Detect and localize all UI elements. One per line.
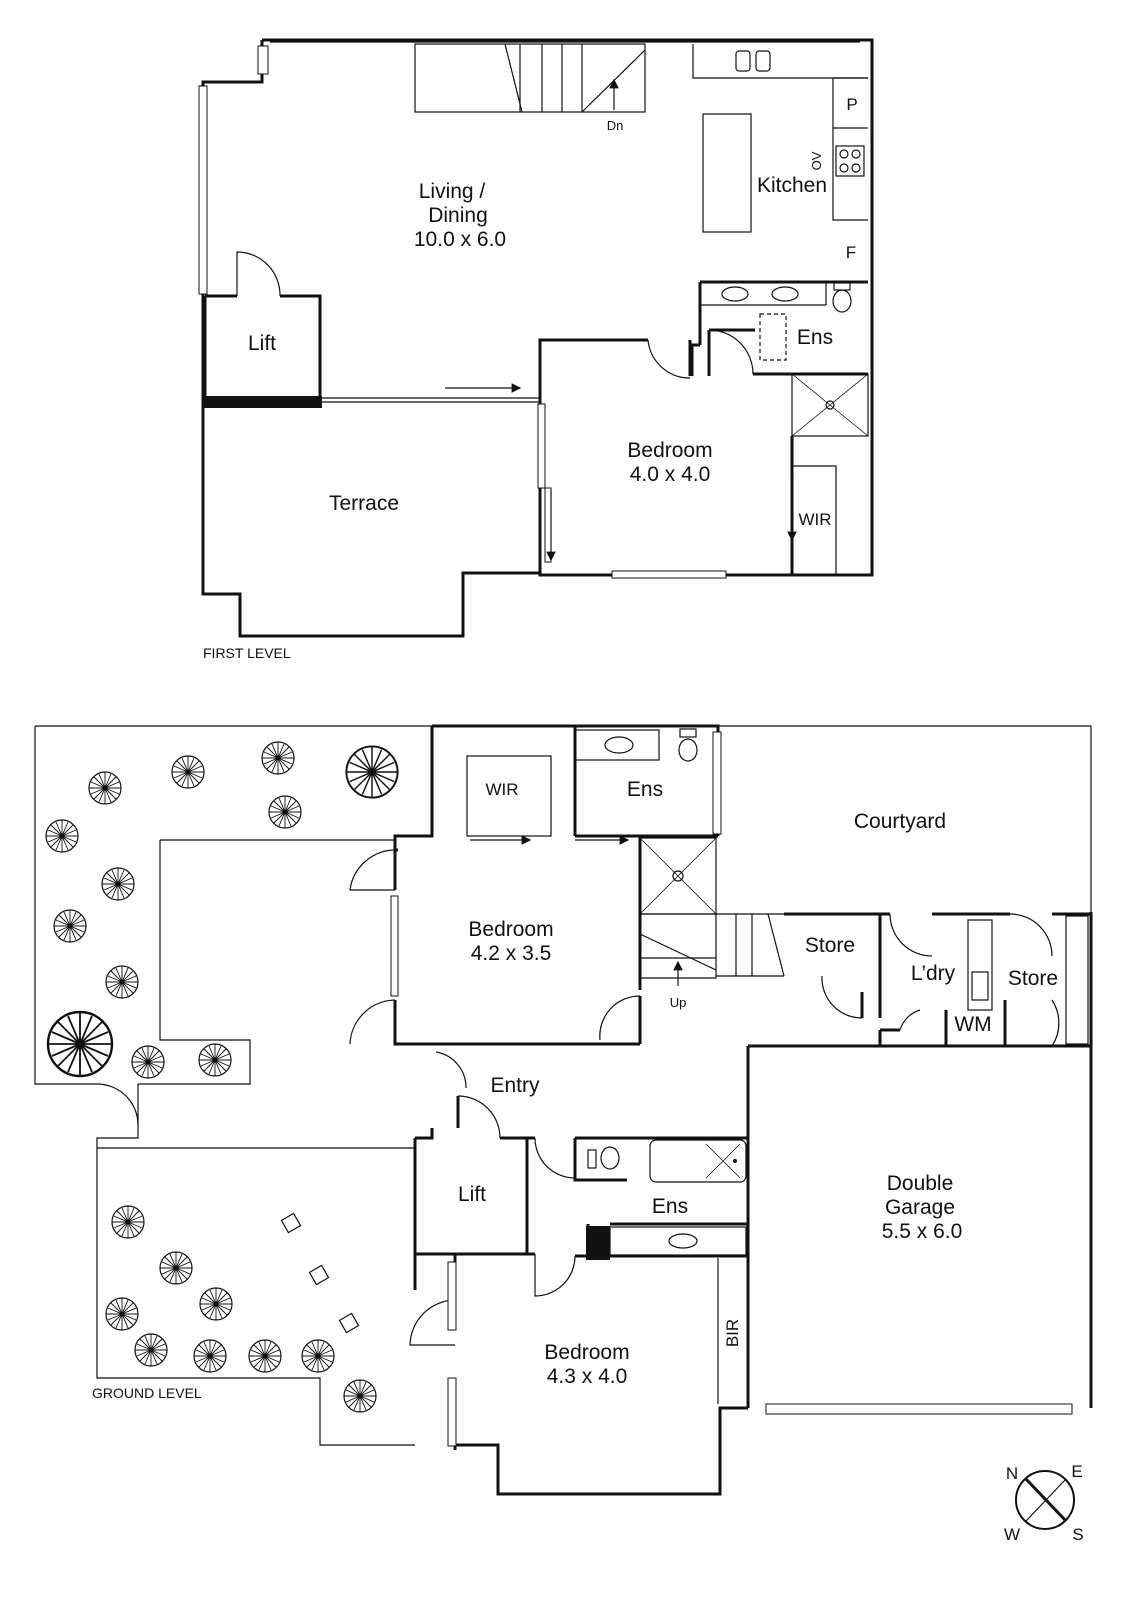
lift-ground-label: Lift	[458, 1183, 486, 1206]
stairs-up-label: Up	[670, 995, 687, 1010]
laundry-label: L’dry	[911, 962, 956, 985]
compass-south: S	[1072, 1525, 1083, 1544]
fridge-label: F	[846, 243, 856, 262]
bedroom-ground-2: BIR Bedroom 4.3 x 4.0	[409, 1252, 748, 1496]
store1-label: Store	[805, 934, 855, 957]
site-boundary	[34, 725, 1092, 1446]
pantry-label: P	[846, 95, 857, 114]
bir-label: BIR	[723, 1319, 742, 1347]
garage-label-line1: Double	[887, 1172, 954, 1195]
compass-east: E	[1071, 1462, 1082, 1481]
living-size: 10.0 x 6.0	[414, 228, 506, 251]
stairs-down-label: Dn	[607, 118, 624, 133]
first-level-title: FIRST LEVEL	[203, 645, 291, 661]
bedroom-ground-1: Bedroom 4.2 x 3.5	[349, 836, 642, 1046]
ensuite-ground-bottom: Ens	[527, 1136, 748, 1297]
store2-label: Store	[1008, 967, 1058, 990]
compass-west: W	[1004, 1525, 1020, 1544]
first-level-plan: Dn P OV Kitchen F Living / Dining 10.0 x…	[198, 38, 874, 661]
ground-level-plan: WIR Ens Courtyard Bedroom 4.2 x 3.5	[34, 724, 1093, 1496]
lift-ground-level: Lift	[413, 1095, 529, 1256]
window	[198, 85, 208, 295]
kitchen-label: Kitchen	[757, 174, 827, 197]
living-label-line1: Living /	[419, 180, 486, 203]
bedroom-first-level: Bedroom 4.0 x 4.0 WIR	[537, 338, 837, 579]
ground-level-walls	[393, 724, 720, 850]
bedroom1-label: Bedroom	[468, 918, 553, 941]
terrace-label: Terrace	[329, 492, 399, 515]
staircase-up: Up	[639, 913, 880, 1010]
entry-label: Entry	[490, 1074, 540, 1097]
bedroom2-size: 4.3 x 4.0	[547, 1365, 628, 1388]
compass-north: N	[1006, 1464, 1018, 1483]
kitchen: P OV Kitchen F	[692, 44, 868, 262]
courtyard-label: Courtyard	[854, 810, 946, 833]
compass: N E W S	[1004, 1462, 1084, 1544]
bedroom2-label: Bedroom	[544, 1341, 629, 1364]
bedroom1-size: 4.2 x 3.5	[471, 942, 552, 965]
first-level-outer-wall	[201, 38, 874, 638]
living-label-line2: Dining	[428, 204, 488, 227]
ensuite-label: Ens	[797, 326, 833, 349]
kitchen-island	[702, 113, 752, 233]
ensuite-bottom-label: Ens	[652, 1195, 688, 1218]
staircase-down: Dn	[414, 43, 646, 133]
ensuite-first-level: Ens	[690, 280, 869, 437]
wir-ground-label: WIR	[485, 780, 518, 799]
ensuite-top-label: Ens	[627, 778, 663, 801]
bedroom-label: Bedroom	[627, 439, 712, 462]
lift-label: Lift	[248, 332, 276, 355]
lift-first-level: Lift	[202, 251, 322, 408]
garden-trees	[45, 741, 399, 1413]
wm-label: WM	[954, 1013, 991, 1036]
garage-size: 5.5 x 6.0	[882, 1220, 963, 1243]
window	[257, 45, 269, 75]
ground-level-title: GROUND LEVEL	[92, 1385, 202, 1401]
bedroom-size: 4.0 x 4.0	[630, 463, 711, 486]
wir-label: WIR	[798, 510, 831, 529]
garage-label-line2: Garage	[885, 1196, 955, 1219]
oven-label: OV	[809, 151, 824, 170]
double-garage: Double Garage 5.5 x 6.0	[746, 1044, 1093, 1415]
